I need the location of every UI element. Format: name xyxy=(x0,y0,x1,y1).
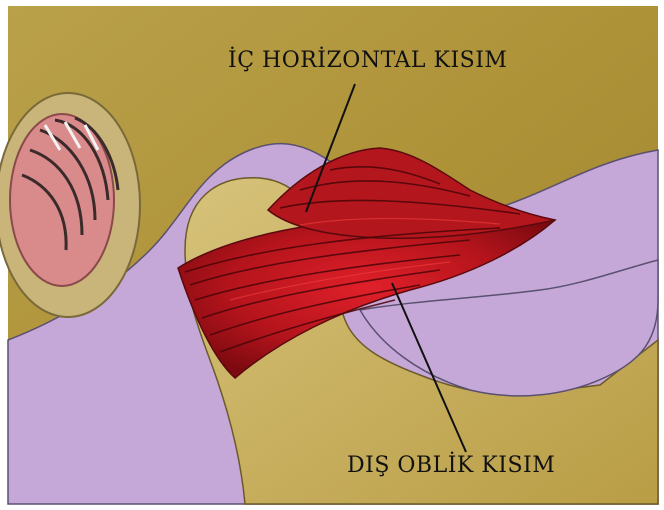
label-inner-horizontal: İÇ HORİZONTAL KISIM xyxy=(228,48,507,73)
ear-cartilage xyxy=(10,114,114,286)
label-outer-oblique: DIŞ OBLİK KISIM xyxy=(347,453,555,478)
